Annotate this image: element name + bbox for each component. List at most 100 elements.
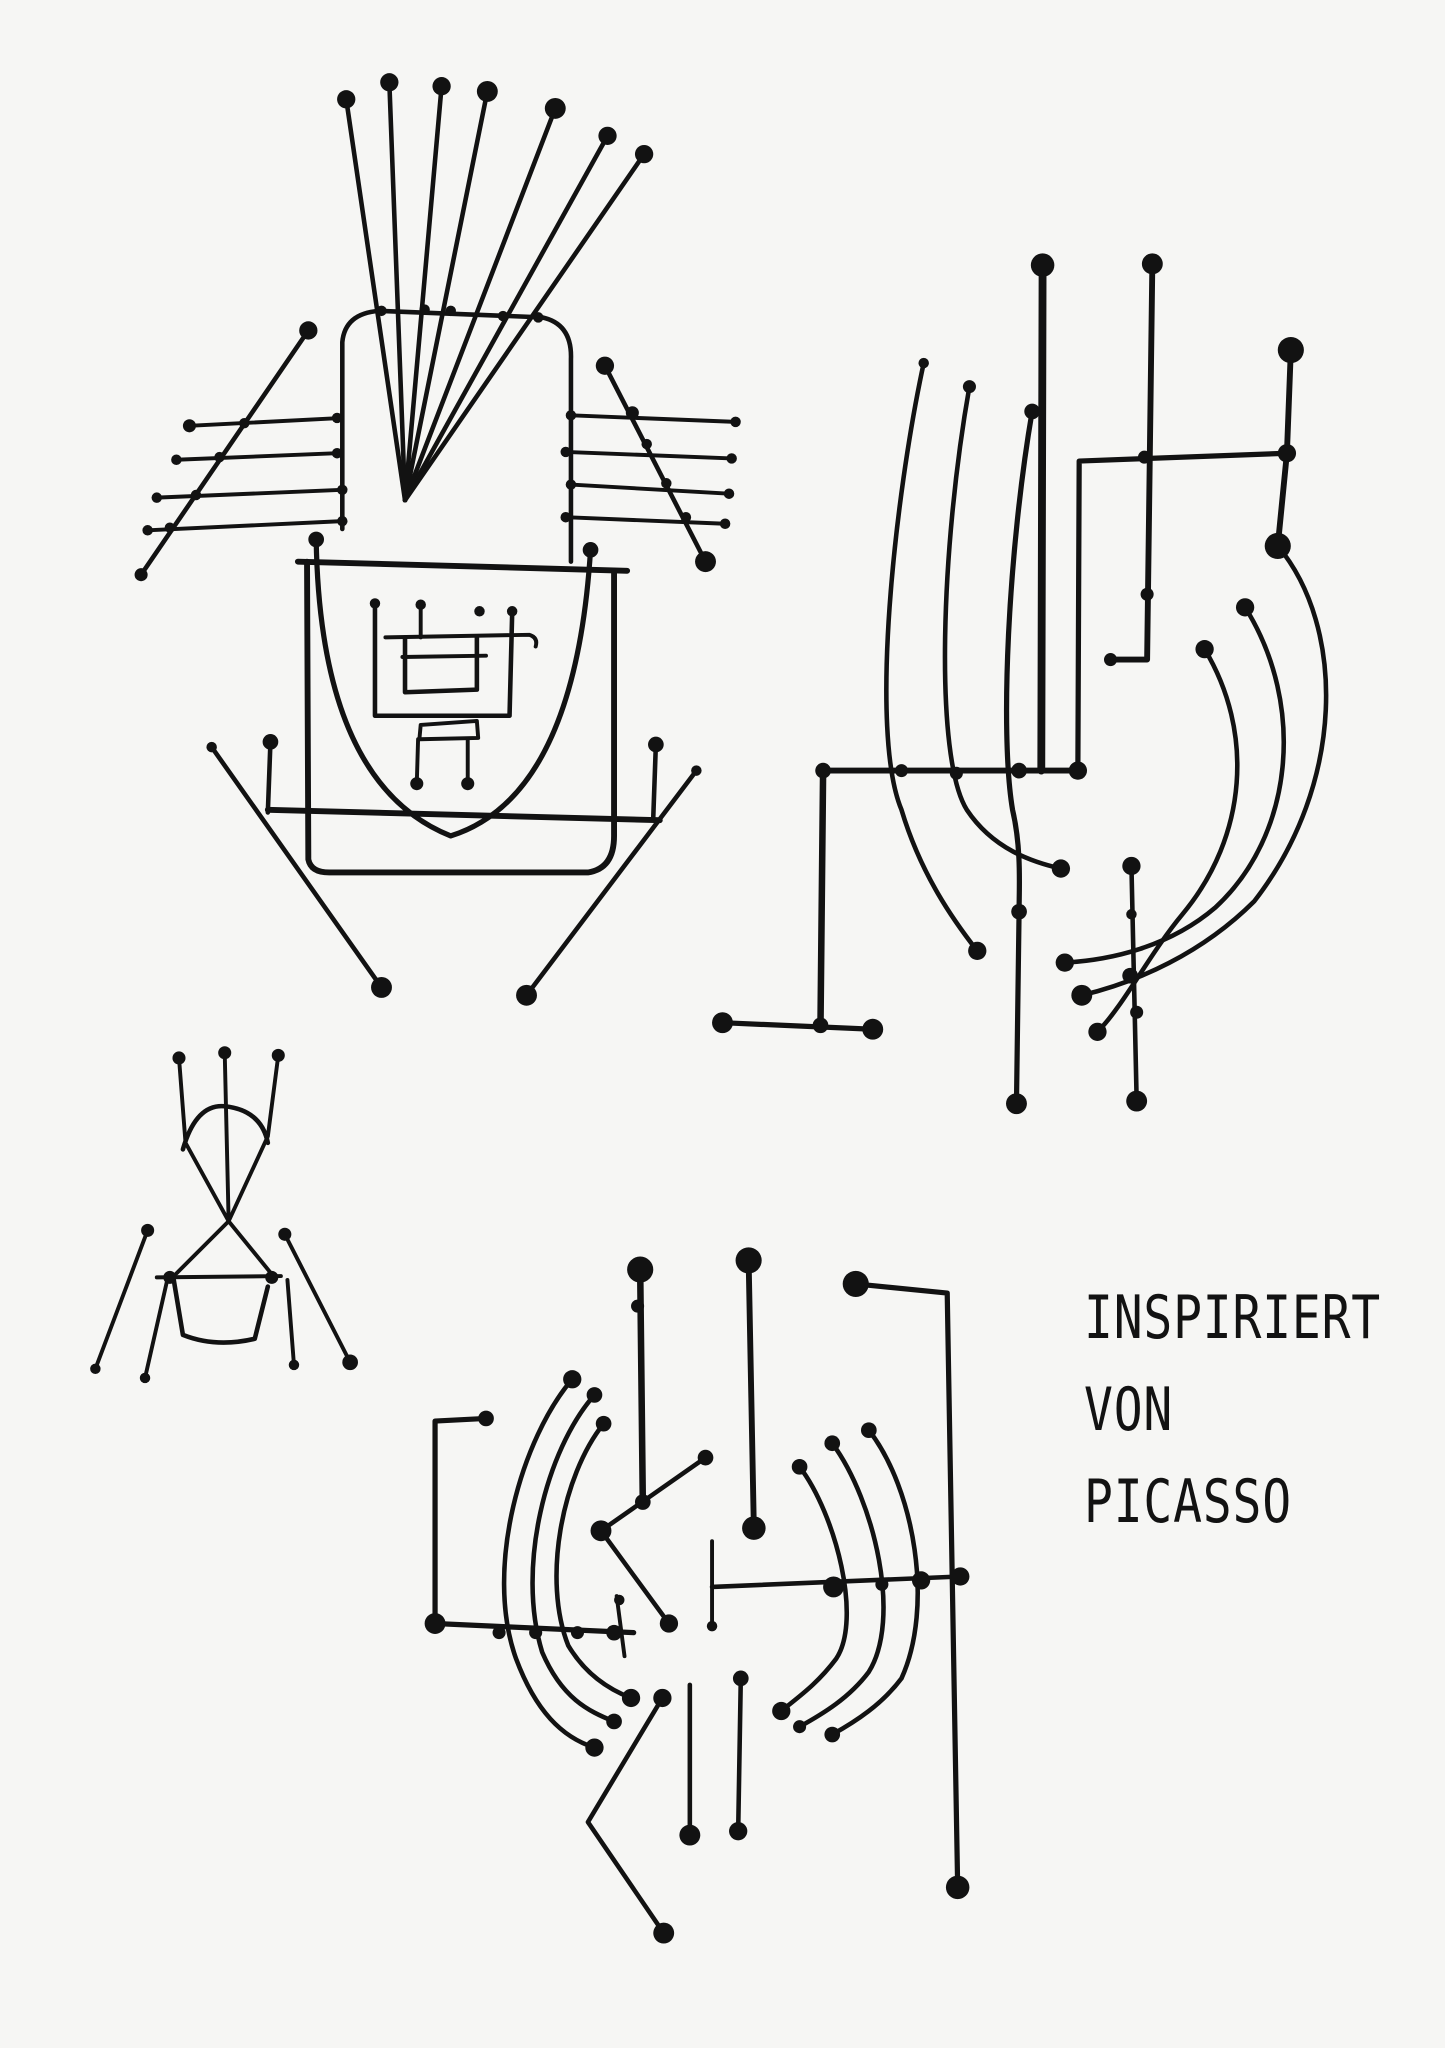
ink-stroke — [313, 536, 594, 839]
ink-stroke — [568, 413, 738, 424]
ink-dot — [1122, 967, 1138, 984]
ink-dot — [380, 73, 399, 92]
ink-stroke — [402, 89, 490, 503]
ink-dot — [182, 419, 196, 433]
ink-stroke — [387, 79, 408, 503]
ink-dot — [1071, 984, 1093, 1006]
ink-dot — [142, 525, 153, 536]
ink-stroke — [226, 1053, 281, 1224]
ink-stroke — [1095, 646, 1240, 1035]
ink-dot — [585, 1738, 604, 1757]
ink-dot — [661, 478, 672, 489]
ink-stroke — [372, 601, 515, 719]
ink-dot — [474, 606, 485, 617]
caption-line-3: PICASSO — [1084, 1467, 1292, 1537]
ink-dot — [823, 1576, 845, 1598]
ink-stroke — [343, 96, 408, 503]
ink-stroke — [501, 1376, 597, 1750]
ink-dot — [529, 1626, 543, 1640]
ink-dot — [492, 1626, 506, 1640]
ink-stroke — [187, 415, 345, 428]
ink-stroke — [264, 806, 663, 824]
ink-dot — [544, 97, 566, 119]
ink-dot — [695, 551, 716, 573]
ink-dot — [945, 1875, 970, 1900]
ink-dot — [265, 1270, 279, 1284]
ink-dot — [842, 1270, 869, 1297]
ink-stroke — [884, 360, 980, 954]
ink-dot — [1235, 598, 1255, 617]
ink-dot — [627, 1256, 654, 1283]
ink-stroke — [1062, 605, 1287, 965]
ink-dot — [606, 1713, 622, 1730]
ink-stroke — [400, 653, 488, 659]
ink-dot — [653, 1922, 675, 1944]
ink-dot — [812, 1017, 829, 1034]
ink-dot — [815, 762, 831, 779]
ink-stroke — [93, 1228, 150, 1371]
ink-dot — [824, 1726, 841, 1743]
ink-dot — [172, 1051, 186, 1065]
ink-stroke — [154, 487, 345, 500]
ink-dot — [206, 741, 217, 753]
caption-line-1: INSPIRIERT — [1084, 1283, 1381, 1353]
ink-dot — [560, 446, 571, 458]
ink-dot — [461, 777, 475, 791]
ink-stroke — [340, 308, 574, 564]
ink-dot — [723, 488, 735, 499]
ink-dot — [679, 1824, 701, 1846]
ink-dot — [218, 1046, 232, 1060]
ink-dot — [706, 1620, 718, 1632]
ink-dot — [533, 312, 544, 323]
ink-dot — [171, 454, 182, 465]
ink-dot — [772, 1701, 791, 1721]
ink-dot — [949, 766, 963, 780]
ink-dot — [331, 412, 343, 424]
ink-dot — [497, 310, 509, 322]
ink-stroke — [174, 1219, 231, 1276]
ink-dot — [862, 1018, 884, 1040]
ink-dot — [732, 1670, 749, 1687]
ink-dot — [151, 492, 163, 503]
caption-line-2: VON — [1084, 1375, 1174, 1445]
figure-top-left — [134, 73, 741, 1006]
ink-dot — [278, 1227, 292, 1241]
ink-stroke — [209, 744, 384, 990]
ink-dot — [911, 1571, 931, 1590]
ink-stroke — [745, 1257, 757, 1532]
ink-dot — [1051, 859, 1071, 878]
ink-dot — [342, 1354, 358, 1371]
ink-dot — [139, 1372, 151, 1384]
ink-stroke — [285, 1278, 296, 1367]
ink-dot — [299, 321, 318, 340]
ink-dot — [369, 598, 381, 609]
ink-stroke — [265, 739, 273, 815]
ink-stroke — [735, 1676, 744, 1834]
ink-dot — [478, 1410, 494, 1427]
ink-dot — [164, 522, 176, 533]
ink-stroke — [602, 363, 708, 564]
ink-dot — [1011, 903, 1027, 920]
ink-stroke — [304, 558, 617, 876]
ink-dot — [791, 1458, 808, 1475]
ink-dot — [1024, 403, 1040, 420]
ink-dot — [1126, 909, 1137, 920]
ink-stroke — [143, 1278, 170, 1380]
ink-stroke — [829, 1427, 920, 1737]
ink-dot — [1104, 653, 1118, 667]
figure-top-right — [712, 253, 1329, 1115]
ink-stroke — [1107, 260, 1156, 663]
ink-dot — [860, 1422, 877, 1439]
ink-dot — [1141, 253, 1163, 275]
ink-stroke — [402, 83, 444, 503]
ink-dot — [308, 531, 325, 548]
ink-dot — [1088, 1022, 1107, 1041]
ink-dot — [163, 1270, 177, 1284]
ink-dot — [582, 542, 599, 558]
ink-dot — [875, 1577, 889, 1591]
ink-dot — [590, 1520, 612, 1542]
ink-dot — [712, 1012, 733, 1034]
ink-dot — [1122, 856, 1141, 876]
ink-dot — [141, 1223, 155, 1237]
